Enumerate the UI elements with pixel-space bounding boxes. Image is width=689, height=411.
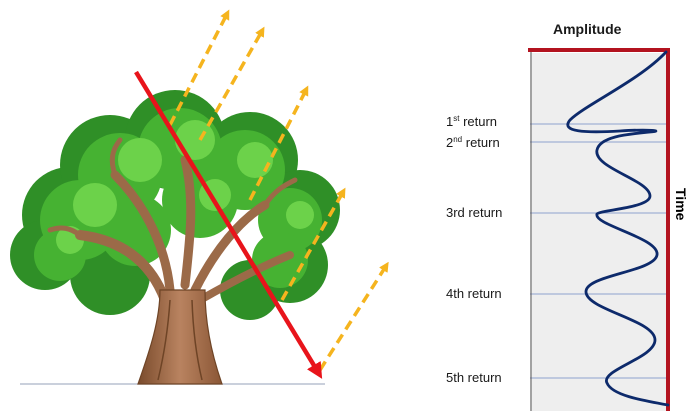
return-label-5: 5th return xyxy=(446,370,502,385)
reflection-arrow-2 xyxy=(198,26,265,141)
return-label-4: 4th return xyxy=(446,286,502,301)
return-gridlines xyxy=(530,123,668,379)
reflection-arrows xyxy=(168,9,389,371)
return-label-2: 2nd return xyxy=(446,135,500,150)
tree-trunk xyxy=(137,289,223,385)
reflection-arrow-1 xyxy=(168,9,230,126)
tree-illustration xyxy=(10,90,340,385)
reflection-arrow-3 xyxy=(248,85,309,201)
return-waveform xyxy=(566,50,670,407)
tree-branches xyxy=(47,137,298,305)
return-label-3: 3rd return xyxy=(446,205,503,220)
amplitude-label: Amplitude xyxy=(553,21,622,37)
laser-pulse-arrow xyxy=(134,70,323,379)
waveform-panel xyxy=(528,48,670,411)
time-label: Time xyxy=(673,188,689,221)
reflection-arrow-4 xyxy=(280,187,346,301)
reflection-arrow-5 xyxy=(318,261,389,371)
return-label-1: 1st return xyxy=(446,114,498,129)
